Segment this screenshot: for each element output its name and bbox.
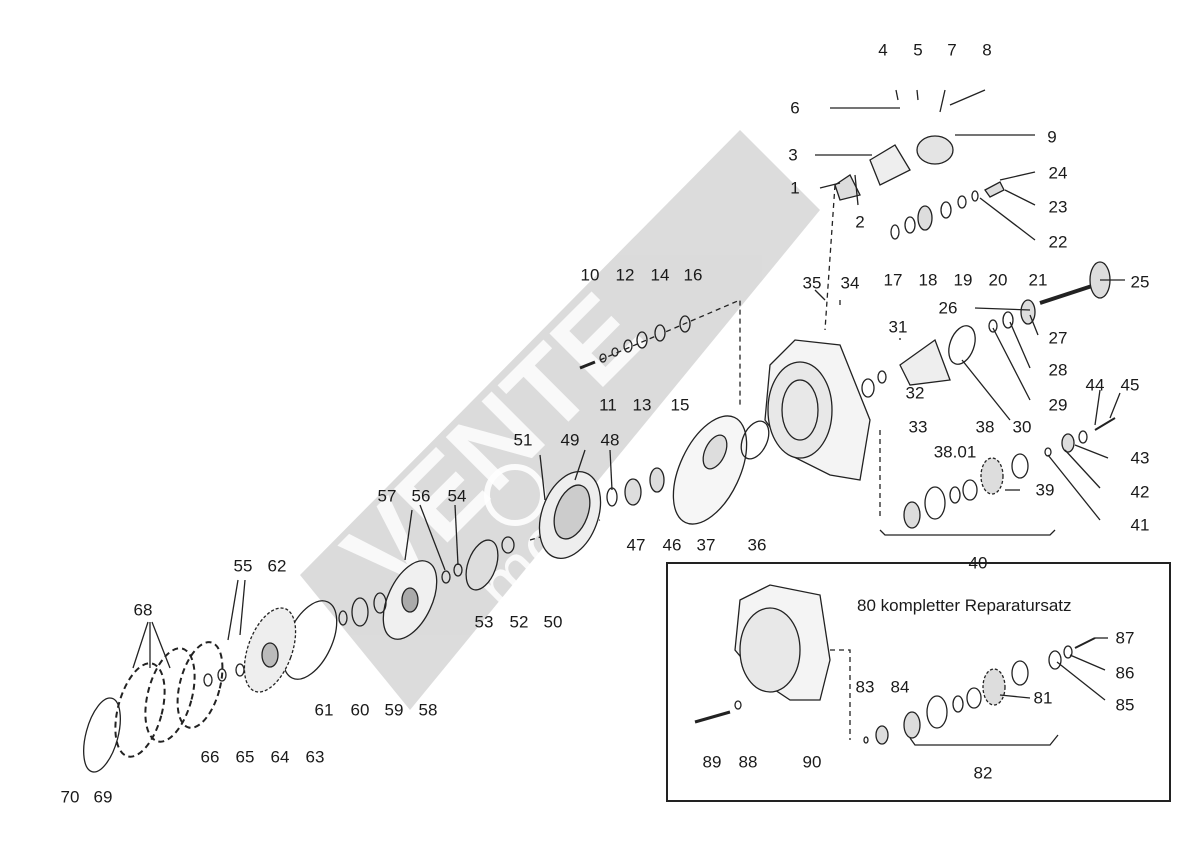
part-label-6: 6 [790, 98, 800, 118]
part-label-31: 31 [888, 317, 908, 337]
part-label-62: 62 [267, 556, 287, 576]
part-label-51: 51 [513, 430, 533, 450]
part-label-68: 68 [133, 600, 153, 620]
part-label-22: 22 [1048, 232, 1068, 252]
part-label-52: 52 [509, 612, 529, 632]
part-label-3: 3 [788, 145, 798, 165]
part-label-11: 11 [599, 395, 617, 415]
part-label-15: 15 [670, 395, 690, 415]
part-label-9: 9 [1047, 127, 1057, 147]
part-label-58: 58 [418, 700, 438, 720]
part-label-42: 42 [1130, 482, 1150, 502]
part-label-12: 12 [615, 265, 635, 285]
part-label-41: 41 [1130, 515, 1150, 535]
part-label-85: 85 [1115, 695, 1135, 715]
kit-number: 80 [857, 596, 876, 615]
part-label-65: 65 [235, 747, 255, 767]
part-label-2: 2 [855, 212, 865, 232]
part-label-56: 56 [411, 486, 431, 506]
part-label-19: 19 [953, 270, 973, 290]
part-label-10: 10 [580, 265, 600, 285]
part-label-38: 38 [975, 417, 995, 437]
part-label-26: 26 [938, 298, 958, 318]
part-label-59: 59 [384, 700, 404, 720]
part-label-25: 25 [1130, 272, 1150, 292]
part-label-90: 90 [802, 752, 822, 772]
part-label-69: 69 [93, 787, 113, 807]
part-label-13: 13 [632, 395, 652, 415]
part-label-30: 30 [1012, 417, 1032, 437]
part-label-29: 29 [1048, 395, 1068, 415]
part-label-89: 89 [702, 752, 722, 772]
part-label-27: 27 [1048, 328, 1068, 348]
part-label-54: 54 [447, 486, 467, 506]
part-label-8: 8 [982, 40, 992, 60]
part-label-49: 49 [560, 430, 580, 450]
part-label-14: 14 [650, 265, 670, 285]
part-label-5: 5 [913, 40, 923, 60]
part-label-34: 34 [840, 273, 860, 293]
part-label-43: 43 [1130, 448, 1150, 468]
repair-kit-box [666, 562, 1171, 802]
part-label-50: 50 [543, 612, 563, 632]
part-label-24: 24 [1048, 163, 1068, 183]
part-label-7: 7 [947, 40, 957, 60]
part-label-33: 33 [908, 417, 928, 437]
part-label-21: 21 [1028, 270, 1048, 290]
part-label-36: 36 [747, 535, 767, 555]
part-label-57: 57 [377, 486, 397, 506]
part-label-4: 4 [878, 40, 888, 60]
part-label-86: 86 [1115, 663, 1135, 683]
part-label-17: 17 [883, 270, 903, 290]
part-label-84: 84 [890, 677, 910, 697]
part-label-82: 82 [973, 763, 993, 783]
part-label-38-01: 38.01 [933, 442, 977, 462]
part-label-39: 39 [1035, 480, 1055, 500]
part-label-55: 55 [233, 556, 253, 576]
part-label-28: 28 [1048, 360, 1068, 380]
part-label-70: 70 [60, 787, 80, 807]
part-label-1: 1 [790, 178, 800, 198]
part-label-46: 46 [662, 535, 682, 555]
part-label-16: 16 [683, 265, 703, 285]
part-label-20: 20 [988, 270, 1008, 290]
part-label-53: 53 [474, 612, 494, 632]
part-label-45: 45 [1120, 375, 1140, 395]
part-label-64: 64 [270, 747, 290, 767]
part-label-83: 83 [855, 677, 875, 697]
part-label-66: 66 [200, 747, 220, 767]
repair-kit-title: 80 kompletter Reparatursatz [857, 596, 1072, 616]
part-label-48: 48 [600, 430, 620, 450]
part-label-37: 37 [696, 535, 716, 555]
part-label-23: 23 [1048, 197, 1068, 217]
part-label-63: 63 [305, 747, 325, 767]
part-label-18: 18 [918, 270, 938, 290]
kit-text: kompletter Reparatursatz [880, 596, 1072, 615]
part-label-87: 87 [1115, 628, 1135, 648]
part-label-40: 40 [968, 553, 988, 573]
part-label-60: 60 [350, 700, 370, 720]
part-label-47: 47 [626, 535, 646, 555]
part-label-44: 44 [1085, 375, 1105, 395]
part-label-35: 35 [802, 273, 822, 293]
part-label-32: 32 [905, 383, 925, 403]
part-label-81: 81 [1033, 688, 1053, 708]
part-label-61: 61 [314, 700, 334, 720]
part-label-88: 88 [738, 752, 758, 772]
